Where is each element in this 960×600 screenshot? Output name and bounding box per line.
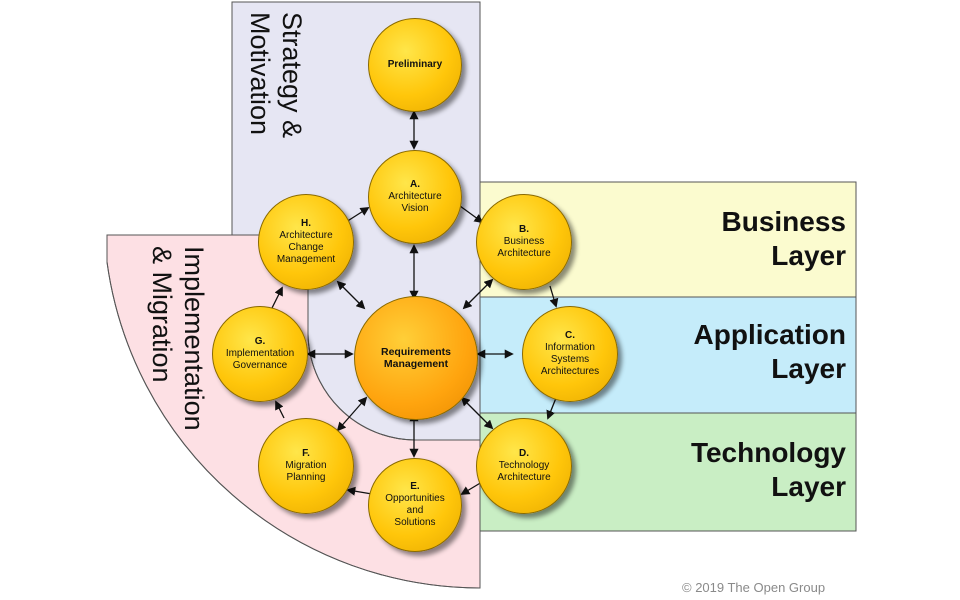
arrow-req-b	[462, 278, 494, 310]
business-layer-label: Business Layer	[721, 206, 847, 271]
arrow-e-f	[346, 486, 373, 496]
arrow-c-d	[546, 397, 557, 420]
phase-f-letter: F.	[302, 448, 310, 459]
phase-g-letter: G.	[254, 336, 266, 347]
phase-d-name: Technology Architecture	[497, 460, 551, 483]
arrow-a-b	[459, 205, 484, 224]
connector-arrows	[271, 110, 559, 496]
phase-f-migration-planning: F.Migration Planning	[258, 418, 354, 514]
phase-e-opportunities-and-solutions: E.Opportunities and Solutions	[368, 458, 462, 552]
phase-b-letter: B.	[518, 224, 529, 235]
requirements-management-name: Requirements Management	[380, 346, 452, 370]
phase-d-letter: D.	[518, 448, 529, 459]
arrow-req-f	[336, 396, 368, 432]
implementation-migration-label: Implementation & Migration	[147, 246, 209, 431]
phase-a-letter: A.	[409, 179, 420, 190]
arrow-h-a	[345, 207, 370, 223]
arrow-g-h	[271, 286, 283, 309]
arrow-b-c	[549, 285, 559, 308]
phase-e-letter: E.	[410, 481, 420, 492]
requirements-management: Requirements Management	[354, 296, 478, 420]
phase-b-business-architecture: B.Business Architecture	[476, 194, 572, 290]
phase-c-information-systems-architectures: C.Information Systems Architectures	[522, 306, 618, 402]
phase-a-name: Architecture Vision	[388, 191, 442, 214]
phase-c-name: Information Systems Architectures	[540, 342, 600, 377]
arrow-f-g	[275, 400, 285, 419]
phase-preliminary-name: Preliminary	[387, 59, 443, 70]
arrow-req-d	[460, 396, 494, 430]
arrow-req-h	[336, 280, 366, 310]
strategy-motivation-label: Strategy & Motivation	[245, 12, 307, 139]
implementation-migration-outline	[106, 234, 481, 589]
phase-h-name: Architecture Change Management	[276, 230, 336, 265]
phase-b-name: Business Architecture	[497, 236, 551, 259]
phase-a-architecture-vision: A.Architecture Vision	[368, 150, 462, 244]
phase-h-letter: H.	[301, 218, 311, 229]
phase-f-name: Migration Planning	[285, 460, 327, 483]
copyright-notice: © 2019 The Open Group	[682, 580, 826, 595]
technology-layer-label: Technology Layer	[690, 437, 846, 502]
phase-c-letter: C.	[564, 330, 575, 341]
application-layer-label: Application Layer	[693, 319, 846, 384]
phase-h-architecture-change-management: H.Architecture Change Management	[258, 194, 354, 290]
phase-preliminary: Preliminary	[368, 18, 462, 112]
phase-d-technology-architecture: D.Technology Architecture	[476, 418, 572, 514]
phase-g-implementation-governance: G.Implementation Governance	[212, 306, 308, 402]
phase-g-name: Implementation Governance	[225, 348, 295, 371]
phase-e-name: Opportunities and Solutions	[385, 493, 445, 528]
